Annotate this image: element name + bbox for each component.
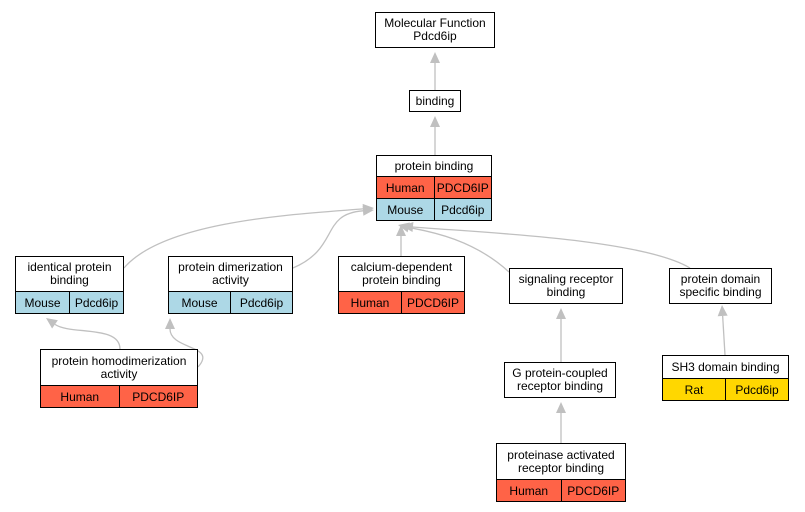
edge-sh3_domain_binding-to-protein_domain_specific_binding bbox=[717, 305, 728, 356]
species-label: Human bbox=[350, 295, 390, 310]
edge-line bbox=[408, 226, 510, 273]
species-label: Mouse bbox=[181, 295, 218, 310]
arrowhead-icon bbox=[556, 402, 566, 413]
edge-protein_binding-to-binding bbox=[430, 116, 440, 155]
edge-proteinase_activated_receptor_binding-to-g_protein_coupled_receptor_binding bbox=[556, 402, 566, 443]
annotation-row-human: Human PDCD6IP bbox=[41, 385, 197, 407]
arrowhead-icon bbox=[430, 52, 440, 63]
arrowhead-icon bbox=[165, 318, 175, 329]
species-label: Mouse bbox=[387, 202, 424, 217]
edge-protein_domain_specific_binding-to-protein_binding bbox=[402, 221, 691, 269]
arrowhead-icon bbox=[717, 305, 728, 317]
annotation-row-human: Human PDCD6IP bbox=[377, 176, 491, 198]
gene-label: Pdcd6ip bbox=[433, 199, 492, 220]
edge-protein_dimerization_activity-to-protein_binding bbox=[292, 205, 374, 269]
species-label: Human bbox=[385, 180, 425, 195]
edge-protein_homodimerization_activity-to-identical_protein_binding bbox=[46, 318, 121, 350]
go-term-binding[interactable]: binding bbox=[409, 90, 461, 112]
arrowhead-icon bbox=[430, 116, 440, 127]
gene-label: Pdcd6ip bbox=[725, 379, 788, 400]
arrowhead-icon bbox=[46, 318, 58, 329]
go-term-title: protein binding bbox=[394, 158, 474, 173]
go-term-title: binding bbox=[415, 93, 455, 108]
annotation-row-mouse: Mouse Pdcd6ip bbox=[16, 291, 123, 313]
edge-line bbox=[412, 226, 691, 269]
gene-label: Pdcd6ip bbox=[69, 292, 123, 313]
edge-line bbox=[54, 323, 121, 350]
annotation-row-mouse: Mouse Pdcd6ip bbox=[377, 198, 491, 220]
gene-label: Pdcd6ip bbox=[230, 292, 292, 313]
edge-line bbox=[123, 208, 364, 269]
species-label: Human bbox=[509, 483, 549, 498]
arrowhead-icon bbox=[402, 221, 414, 232]
gene-label: PDCD6IP bbox=[433, 177, 492, 198]
gene-label: PDCD6IP bbox=[118, 386, 198, 407]
edge-line bbox=[722, 315, 726, 356]
arrowhead-icon bbox=[556, 308, 566, 319]
edge-protein_homodimerization_activity-to-protein_dimerization_activity bbox=[165, 318, 204, 368]
species-label: Rat bbox=[684, 382, 704, 397]
gene-label: PDCD6IP bbox=[401, 292, 464, 313]
species-label: Human bbox=[60, 389, 100, 404]
edge-g_protein_coupled_receptor_binding-to-signaling_receptor_binding bbox=[556, 308, 566, 362]
gene-label: PDCD6IP bbox=[560, 480, 626, 501]
annotation-row-human: Human PDCD6IP bbox=[497, 479, 625, 501]
go-term-title: SH3 domain binding bbox=[671, 359, 780, 374]
arrowhead-icon bbox=[362, 205, 374, 216]
species-label: Mouse bbox=[24, 295, 61, 310]
arrowhead-icon bbox=[396, 225, 406, 236]
edge-calcium_dependent_protein_binding-to-protein_binding bbox=[396, 225, 406, 256]
annotation-row-rat: Rat Pdcd6ip bbox=[663, 378, 788, 400]
edge-binding-to-molecular_function bbox=[430, 52, 440, 90]
edge-line bbox=[169, 328, 204, 368]
annotation-row-mouse: Mouse Pdcd6ip bbox=[169, 291, 292, 313]
annotation-row-human: Human PDCD6IP bbox=[339, 291, 464, 313]
edge-line bbox=[292, 210, 364, 269]
